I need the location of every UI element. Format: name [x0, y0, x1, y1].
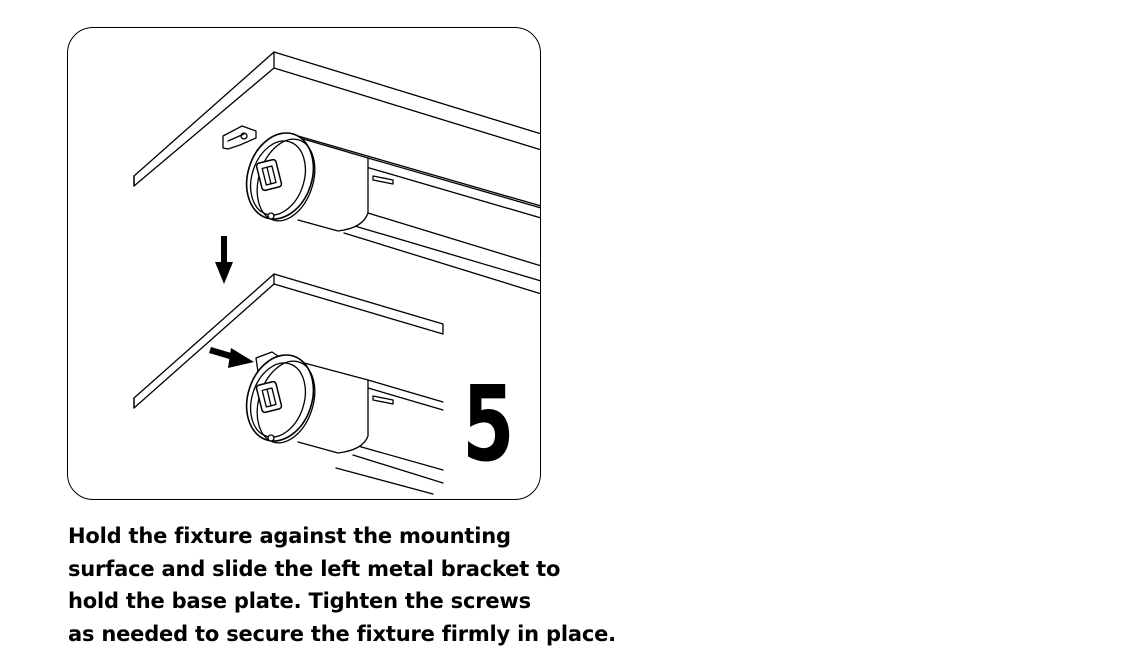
caption-line: hold the base plate. Tighten the screws	[68, 585, 668, 618]
right-arrow-icon	[209, 347, 254, 368]
caption-line: surface and slide the left metal bracket…	[68, 553, 668, 586]
instruction-caption: Hold the fixture against the mounting su…	[68, 520, 668, 650]
instruction-figure: 5	[67, 27, 541, 500]
step-number: 5	[462, 372, 514, 476]
caption-line: as needed to secure the fixture firmly i…	[68, 618, 668, 650]
fixture-after-illustration	[134, 274, 443, 494]
caption-line: Hold the fixture against the mounting	[68, 520, 668, 553]
down-arrow-icon	[215, 236, 233, 284]
fixture-before-illustration	[134, 52, 541, 296]
